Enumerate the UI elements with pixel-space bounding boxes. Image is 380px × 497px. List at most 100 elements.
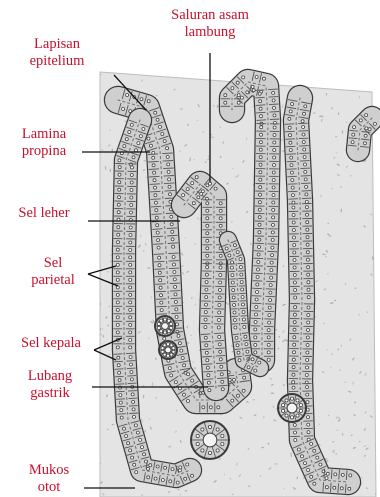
cell-nucleus <box>294 439 297 442</box>
cell-nucleus <box>116 331 119 334</box>
cell-divider <box>285 139 295 140</box>
cell-nucleus <box>292 214 295 217</box>
cell-nucleus <box>234 326 237 329</box>
cell-nucleus <box>268 306 271 309</box>
cell-divider <box>268 244 278 245</box>
cell-divider <box>299 146 309 147</box>
cell-nucleus <box>168 185 171 188</box>
label-lamina-propina: Lamina propina <box>4 126 84 160</box>
cell-nucleus <box>209 182 212 185</box>
cell-nucleus <box>154 186 157 189</box>
cell-nucleus <box>173 278 176 281</box>
cell-nucleus <box>268 321 271 324</box>
cell-nucleus <box>137 142 140 145</box>
cell-nucleus <box>175 308 178 311</box>
cell-nucleus <box>129 338 132 341</box>
cell-nucleus <box>238 359 241 362</box>
cell-nucleus <box>241 288 244 291</box>
cell-nucleus <box>219 350 222 353</box>
cell-divider <box>115 376 124 377</box>
cell-divider <box>151 214 161 215</box>
cell-nucleus <box>130 174 133 177</box>
tissue-speckle <box>311 85 313 87</box>
cell-nucleus <box>239 258 242 261</box>
cell-nucleus <box>325 486 328 489</box>
cell-nucleus <box>292 381 295 384</box>
cell-nucleus <box>247 366 250 369</box>
cell-divider <box>156 299 166 300</box>
cell-nucleus <box>293 313 296 316</box>
cell-nucleus <box>156 118 159 121</box>
tissue-speckle <box>303 79 306 82</box>
cell-nucleus <box>231 274 234 277</box>
cell-nucleus <box>259 100 262 103</box>
cell-nucleus <box>118 196 121 199</box>
cell-nucleus <box>131 393 134 396</box>
cell-nucleus <box>130 196 133 199</box>
cell-divider <box>155 276 165 277</box>
cell-nucleus <box>267 336 270 339</box>
cell-divider <box>204 379 214 380</box>
cell-nucleus <box>256 283 259 286</box>
cell-nucleus <box>306 228 309 231</box>
cell-nucleus <box>177 334 180 337</box>
cell-nucleus <box>139 135 142 138</box>
cell-divider <box>157 314 167 315</box>
cell-nucleus <box>199 392 202 395</box>
cell-nucleus <box>291 186 294 189</box>
cell-divider <box>116 399 125 400</box>
cell-nucleus <box>273 156 276 159</box>
cell-nucleus <box>256 276 259 279</box>
cell-nucleus <box>310 475 313 478</box>
cell-nucleus <box>156 224 159 227</box>
cell-nucleus <box>294 289 297 292</box>
cell-divider <box>254 251 264 252</box>
cell-nucleus <box>130 181 133 184</box>
cell-nucleus <box>290 156 293 159</box>
cell-nucleus <box>306 359 309 362</box>
cell-nucleus <box>129 449 132 452</box>
cell-nucleus <box>289 134 292 137</box>
cell-divider <box>302 191 312 192</box>
cell-nucleus <box>140 98 143 101</box>
cell-nucleus <box>147 137 150 140</box>
label-line: Sel kepala <box>6 335 96 352</box>
cell-nucleus <box>239 266 242 269</box>
cell-nucleus <box>293 281 296 284</box>
cell-nucleus <box>184 477 187 480</box>
cell-nucleus <box>259 171 262 174</box>
cell-nucleus <box>294 306 297 309</box>
cell-divider <box>171 306 181 307</box>
cell-nucleus <box>220 373 223 376</box>
cell-nucleus <box>305 185 308 188</box>
cell-nucleus <box>242 76 245 79</box>
cell-nucleus <box>289 110 292 113</box>
cell-divider <box>150 191 160 192</box>
cell-nucleus <box>206 202 209 205</box>
tissue-speckle <box>206 76 208 79</box>
cell-nucleus <box>220 365 223 368</box>
cell-nucleus <box>243 376 246 379</box>
cell-nucleus <box>159 125 162 128</box>
cell-nucleus <box>292 386 295 389</box>
cell-nucleus <box>167 170 170 173</box>
label-mukos-otot: Mukos otot <box>14 462 84 496</box>
cell-nucleus <box>254 369 257 372</box>
cell-nucleus <box>246 350 249 353</box>
cell-nucleus <box>270 276 273 279</box>
cell-nucleus <box>348 487 351 490</box>
cell-nucleus <box>129 226 132 229</box>
cell-nucleus <box>235 336 238 339</box>
cell-divider <box>256 112 266 113</box>
label-line: gastrik <box>8 385 92 402</box>
cell-nucleus <box>306 366 309 369</box>
cell-nucleus <box>306 251 309 254</box>
cell-nucleus <box>255 313 258 316</box>
cell-divider <box>114 354 123 355</box>
cell-divider <box>269 97 279 98</box>
cell-nucleus <box>130 163 133 166</box>
cell-nucleus <box>293 343 296 346</box>
cell-nucleus <box>221 380 224 383</box>
label-sel-leher: Sel leher <box>4 205 84 222</box>
